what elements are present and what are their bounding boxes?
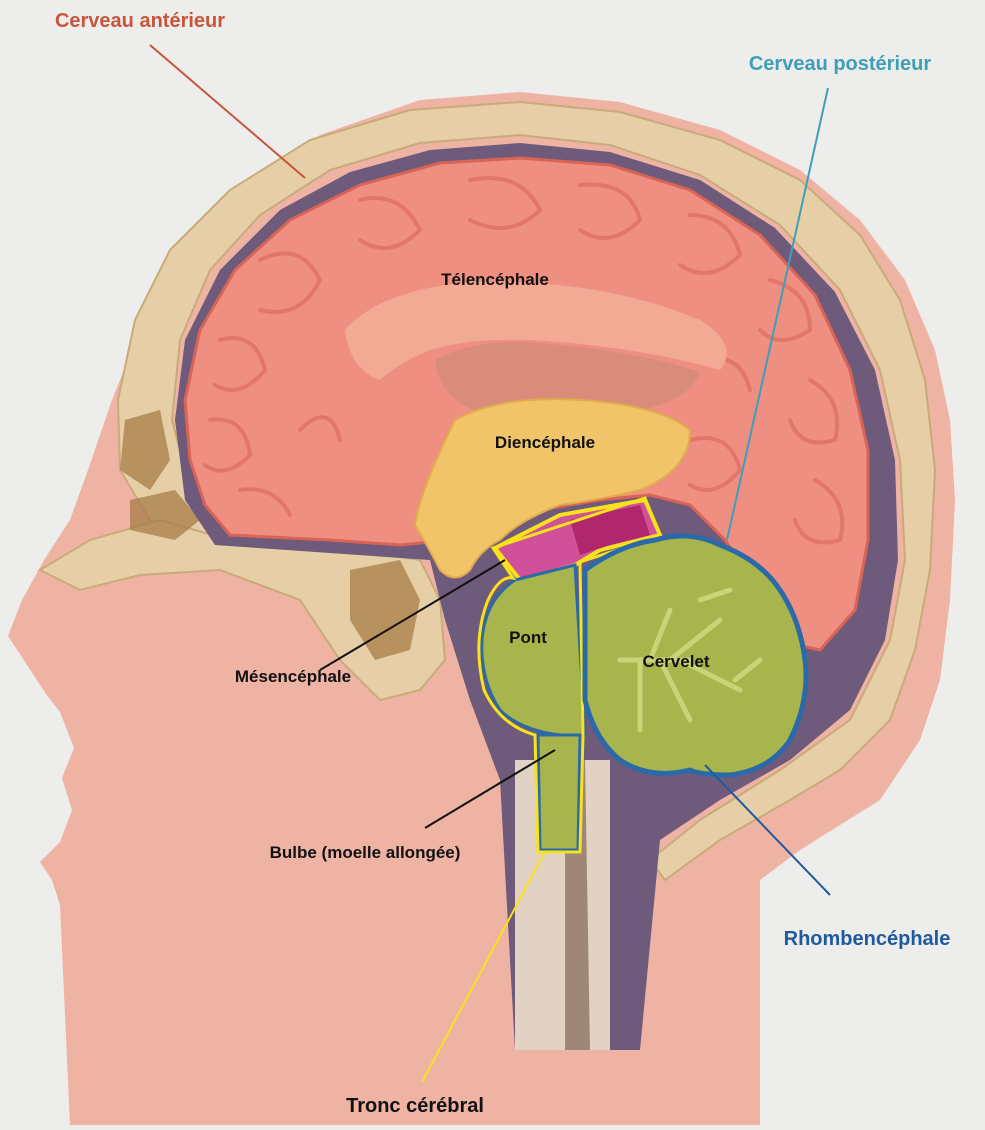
label-medulla: Bulbe (moelle allongée) bbox=[270, 843, 461, 862]
label-brainstem: Tronc cérébral bbox=[346, 1095, 484, 1117]
label-diencephalon: Diencéphale bbox=[495, 433, 595, 452]
label-rhombencephalon: Rhombencéphale bbox=[784, 928, 951, 950]
medulla-shape bbox=[538, 735, 580, 850]
label-midbrain: Mésencéphale bbox=[235, 667, 351, 686]
label-forebrain: Cerveau antérieur bbox=[55, 10, 225, 32]
label-hindbrain: Cerveau postérieur bbox=[749, 53, 932, 75]
forebrain-leader bbox=[150, 45, 305, 178]
label-cerebellum: Cervelet bbox=[642, 652, 709, 671]
label-telencephalon: Télencéphale bbox=[441, 270, 549, 289]
label-pons: Pont bbox=[509, 628, 547, 647]
